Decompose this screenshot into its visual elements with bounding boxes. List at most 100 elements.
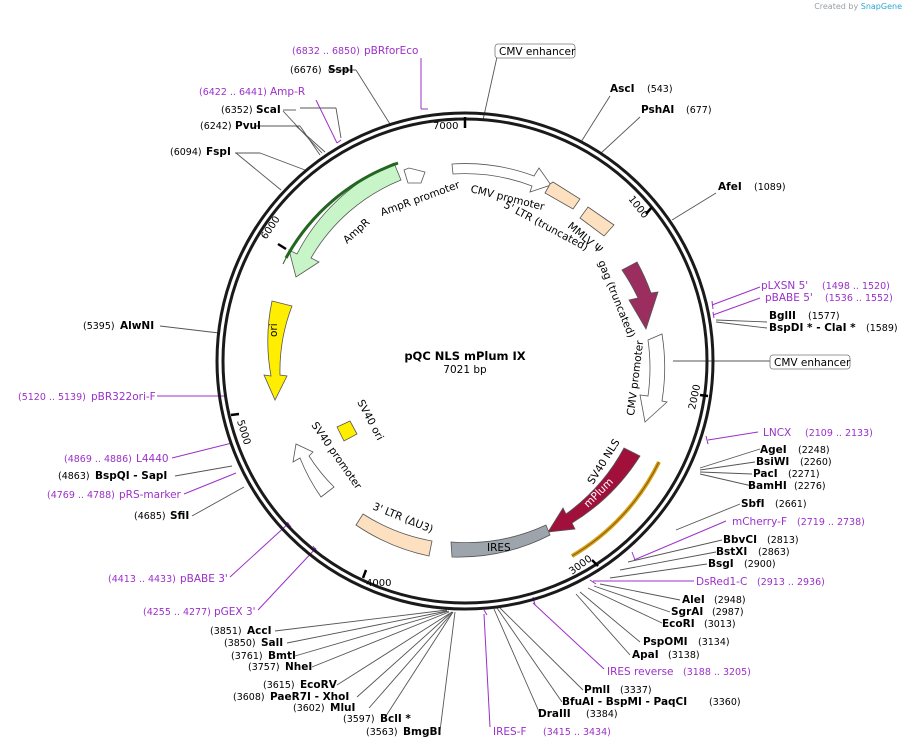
primer-labels: (6832 .. 6850) pBRforEco (6422 .. 6441) …: [18, 45, 893, 738]
snapgene-logo: SnapGene: [860, 2, 902, 11]
site-pos-ecori: (3013): [704, 619, 736, 630]
site-name-bglii: BglII: [769, 310, 796, 322]
primer-range-prs-marker: (4769 .. 4788): [47, 490, 115, 501]
tick-label-7000: 7000: [433, 121, 458, 132]
site-pos-bstxi: (2863): [758, 547, 790, 558]
site-name-bspdi-clai: BspDI * - ClaI *: [769, 322, 856, 334]
primer-name-plxsn: pLXSN 5': [761, 280, 808, 292]
primer-range-pbr322ori: (5120 .. 5139): [18, 392, 86, 403]
site-name-scai: ScaI: [256, 104, 281, 116]
site-name-paci: PacI: [753, 468, 778, 480]
site-pos-pvui: (6242): [200, 121, 232, 132]
site-pos-ecorv: (3615): [263, 680, 295, 691]
site-name-alei: AleI: [682, 594, 705, 606]
site-pos-bspqi: (4863): [58, 471, 90, 482]
site-pos-acci: (3851): [210, 626, 242, 637]
cmv-enhancer-top-box: [494, 43, 576, 59]
feature-3-ltr: [355, 513, 433, 557]
site-pos-asci: (543): [647, 84, 673, 95]
label-cmv-enhancer-right: CMV enhancer: [774, 357, 851, 369]
site-name-bsgi: BsgI: [708, 558, 734, 570]
site-pos-bamhi: (2276): [794, 481, 826, 492]
site-name-bsiwi: BsiWI: [756, 456, 789, 468]
site-name-xhoi: PaeR7I - XhoI: [270, 691, 349, 703]
tick-label-4000: 4000: [366, 578, 391, 589]
site-name-bfuai: BfuAI - BspMI - PaqCI: [562, 696, 687, 708]
feature-mmlv-psi: [579, 206, 615, 237]
primer-name-ires-reverse: IRES reverse: [607, 666, 674, 678]
site-pos-bmti: (3761): [231, 651, 263, 662]
primer-name-lncx: LNCX: [763, 427, 791, 439]
site-pos-sgrai: (2987): [712, 607, 744, 618]
restriction-sites: (6676) SspI (6352) ScaI (6242) PvuI (609…: [58, 64, 898, 738]
site-name-bstxi: BstXI: [716, 546, 747, 558]
backbone-outer: [215, 111, 715, 611]
site-pos-bbvci: (2813): [767, 535, 799, 546]
site-name-agei: AgeI: [760, 444, 787, 456]
site-pos-bspdi-clai: (1589): [866, 323, 898, 334]
primer-name-mcherry-f: mCherry-F: [732, 516, 787, 528]
tick-label-2000: 2000: [687, 383, 703, 410]
primer-range-ires-reverse: (3188 .. 3205): [683, 667, 751, 678]
site-pos-alei: (2948): [714, 595, 746, 606]
site-pos-pshai: (677): [686, 105, 712, 116]
tick-marks: [230, 117, 709, 579]
primer-range-lncx: (2109 .. 2133): [805, 428, 873, 439]
feature-ampr: [288, 162, 402, 278]
primer-name-pgex3: pGEX 3': [214, 606, 256, 618]
site-pos-sali: (3850): [224, 638, 256, 649]
primer-connectors: [157, 58, 761, 728]
site-pos-fspi: (6094): [170, 147, 202, 158]
label-ampr-promoter: AmpR promoter: [379, 179, 462, 219]
site-name-ecori: EcoRI: [662, 618, 695, 630]
site-pos-mlui: (3602): [293, 703, 325, 714]
site-pos-bfuai: (3360): [709, 697, 741, 708]
site-pos-bsiwi: (2260): [800, 457, 832, 468]
site-pos-draiii: (3384): [586, 709, 618, 720]
site-pos-nhei: (3757): [248, 662, 280, 673]
site-pos-bglii: (1577): [808, 311, 840, 322]
plasmid-name: pQC NLS mPlum IX: [404, 349, 525, 363]
primer-range-l4440: (4869 .. 4886): [64, 454, 132, 465]
site-name-mlui: MluI: [330, 702, 355, 714]
site-name-sgrai: SgrAI: [671, 606, 703, 618]
site-name-bbvci: BbvCI: [723, 534, 757, 546]
site-pos-paci: (2271): [788, 469, 820, 480]
primer-name-ires-f: IRES-F: [493, 726, 527, 738]
site-name-nhei: NheI: [285, 661, 312, 673]
primer-name-pbabe3: pBABE 3': [180, 573, 228, 585]
site-name-afei: AfeI: [718, 181, 742, 193]
site-pos-pspomi: (3134): [698, 637, 730, 648]
primer-arrow-ampr: [284, 161, 399, 259]
label-ampr: AmpR: [341, 216, 372, 246]
feature-gag: [621, 261, 659, 330]
site-name-apai: ApaI: [632, 649, 659, 661]
feature-arrows: [263, 161, 668, 558]
site-name-alwni: AlwNI: [120, 320, 154, 332]
primer-range-amp-r: (6422 .. 6441): [199, 87, 267, 98]
site-pos-agei: (2248): [798, 445, 830, 456]
site-pos-scai: (6352): [221, 105, 253, 116]
site-pos-bcli: (3597): [343, 714, 375, 725]
site-name-pspomi: PspOMI: [643, 636, 688, 648]
primer-range-pgex3: (4255 .. 4277): [143, 607, 211, 618]
plasmid-length: 7021 bp: [443, 364, 487, 376]
site-name-pvui: PvuI: [235, 120, 261, 132]
site-name-sfii: SfiI: [170, 510, 189, 522]
site-pos-apai: (3138): [668, 650, 700, 661]
site-name-fspi: FspI: [206, 146, 231, 158]
site-name-pmli: PmlI: [584, 684, 610, 696]
site-pos-sfii: (4685): [134, 511, 166, 522]
site-name-pshai: PshAI: [641, 104, 674, 116]
primer-name-l4440: L4440: [136, 453, 169, 465]
primer-name-prs-marker: pRS-marker: [119, 489, 182, 501]
primer-name-pbrforeco: pBRforEco: [364, 45, 418, 57]
primer-range-plxsn: (1498 .. 1520): [822, 281, 890, 292]
site-pos-alwni: (5395): [83, 321, 115, 332]
label-cmv-enhancer-top: CMV enhancer: [499, 46, 576, 58]
feature-5-ltr: [544, 181, 581, 210]
tick-label-1000: 1000: [626, 194, 650, 221]
feature-cmv-promoter-top: [451, 163, 552, 193]
feature-sv40-promoter: [292, 443, 335, 498]
